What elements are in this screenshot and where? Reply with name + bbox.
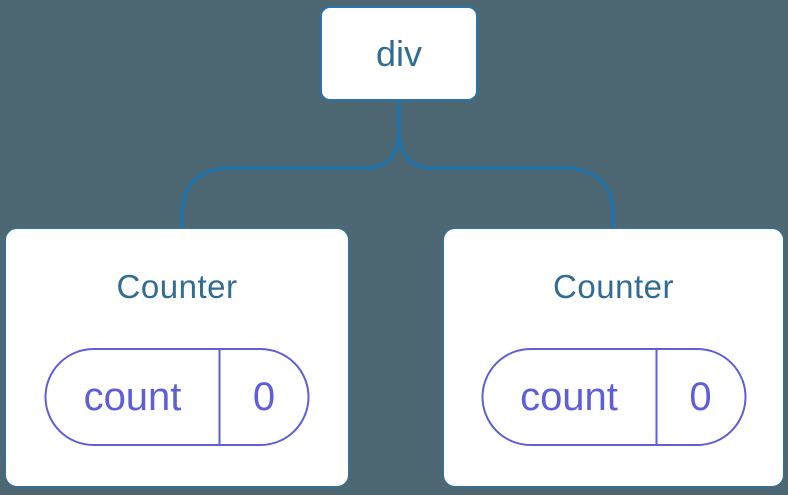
state-value: 0 — [689, 374, 712, 419]
counter-title: Counter — [116, 268, 238, 305]
state-value-cell: 0 — [655, 350, 744, 444]
state-value-cell: 0 — [218, 350, 308, 444]
tree-node-counter-right: Counter count 0 — [443, 228, 784, 487]
state-value: 0 — [252, 374, 276, 419]
tree-node-counter-left: Counter count 0 — [5, 228, 349, 487]
state-pill: count 0 — [44, 348, 310, 446]
state-key-label: count — [520, 374, 618, 419]
connector-left-branch — [180, 101, 401, 229]
tree-node-div: div — [320, 6, 478, 101]
state-key-cell: count — [47, 350, 219, 444]
div-node-label: div — [375, 32, 423, 74]
state-key-cell: count — [483, 350, 655, 444]
counter-title: Counter — [553, 268, 674, 305]
state-key-label: count — [83, 374, 182, 419]
connector-right-branch — [397, 101, 615, 229]
state-pill: count 0 — [481, 348, 746, 446]
